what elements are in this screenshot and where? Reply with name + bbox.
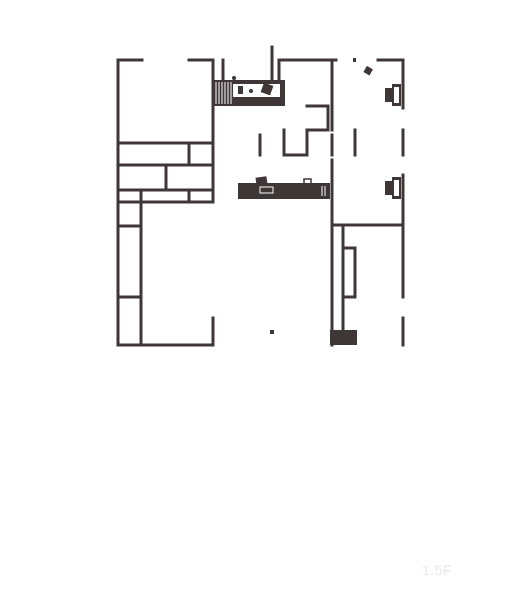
wall-top-left <box>187 58 215 152</box>
floor-label: 1.5F <box>422 562 453 578</box>
counter-sink-icon <box>255 176 326 196</box>
walls <box>116 45 405 347</box>
wall-closet-right <box>343 246 357 299</box>
entry-block <box>330 330 357 345</box>
right-dot <box>353 58 356 62</box>
wall-bath <box>305 104 330 132</box>
wall-right-top-2 <box>376 58 405 110</box>
wall-stair-box <box>277 58 334 132</box>
wall-bath-lower <box>282 128 309 157</box>
desk-chair-icon <box>385 84 401 106</box>
chair-icon <box>363 65 373 76</box>
column-marker <box>270 330 274 334</box>
counter <box>238 183 330 199</box>
stair-chair-icon <box>232 76 274 96</box>
wall-left-outer <box>116 58 215 347</box>
solid-elements <box>212 58 357 345</box>
desk-chair-icon <box>385 177 401 199</box>
stair-hatching <box>215 82 232 104</box>
